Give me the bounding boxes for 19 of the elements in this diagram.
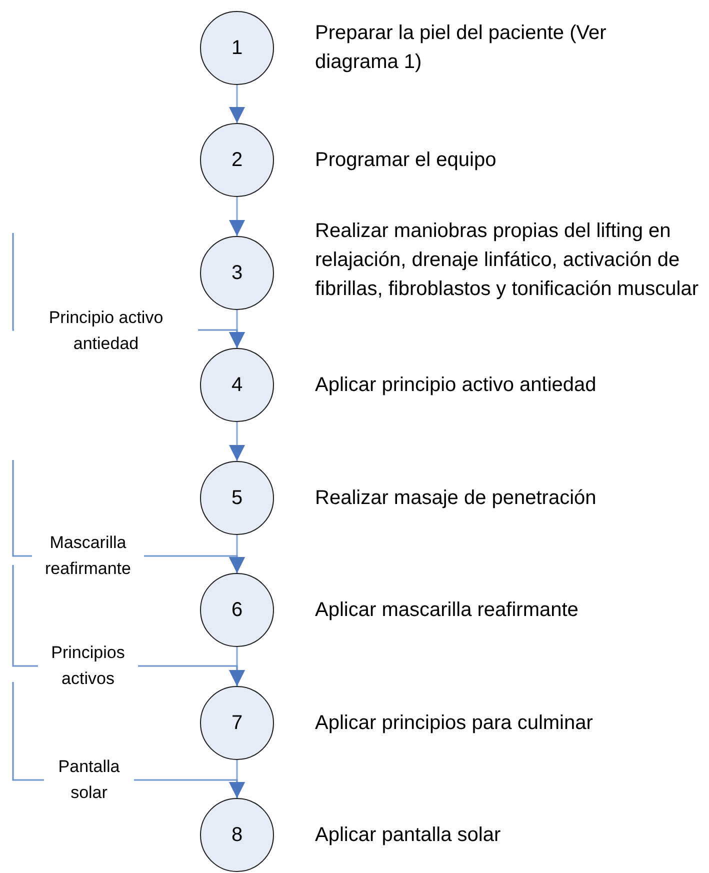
step-description: Programar el equipo — [315, 148, 498, 173]
step-number: 1 — [231, 36, 243, 60]
step-number: 6 — [231, 598, 243, 622]
step-number: 2 — [231, 148, 243, 172]
step-number: 4 — [231, 374, 243, 396]
step-number: 3 — [231, 262, 243, 284]
arrow — [229, 85, 245, 123]
step-description: Aplicar principio activo antiedad — [315, 373, 598, 398]
arrow — [229, 422, 245, 461]
step-description: Realizar maniobras propias del lifting en relajación, drenaje linfático, activación de fibrillas, fibroblastos y tonificación muscular — [315, 219, 700, 302]
arrow — [229, 197, 245, 236]
step-number: 8 — [231, 824, 243, 846]
step-number: 5 — [231, 486, 243, 510]
step-description: Realizar masaje de penetración — [315, 486, 598, 511]
step-description: Preparar la piel del paciente (Ver diagrama 1) — [315, 21, 608, 75]
step-description: Aplicar pantalla solar — [315, 823, 502, 848]
step-description: Aplicar mascarilla reafirmante — [315, 598, 580, 623]
step-description: Aplicar principios para culminar — [315, 711, 594, 736]
step-number: 7 — [231, 712, 243, 734]
